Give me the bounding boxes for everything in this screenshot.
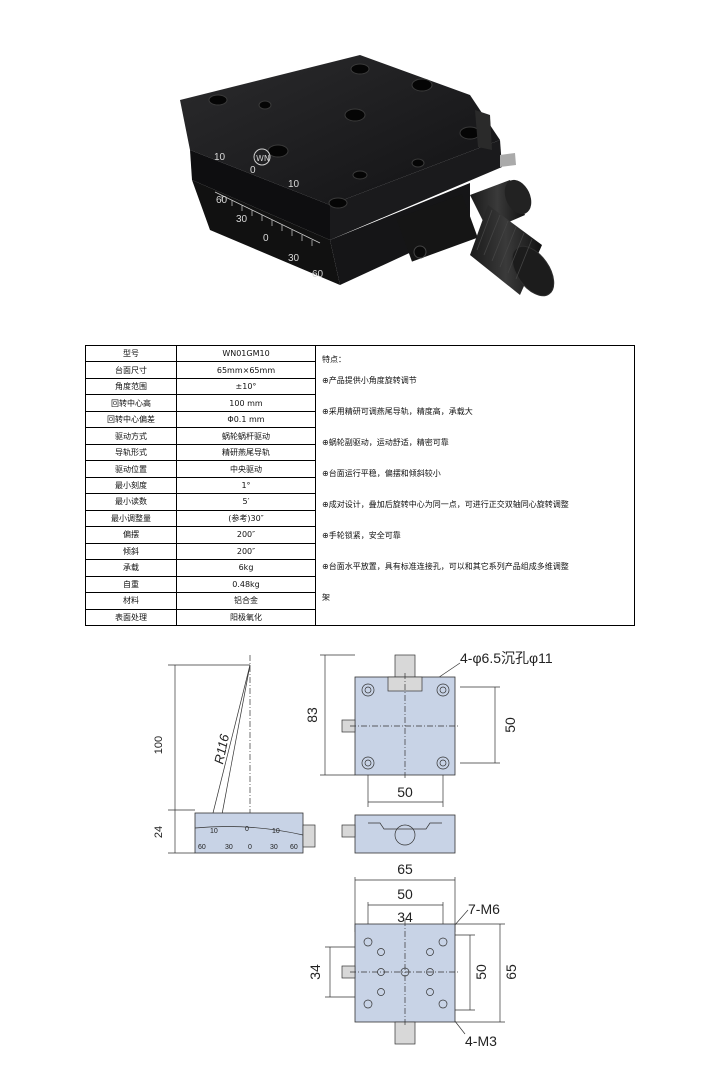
scale-label: 60 — [198, 844, 206, 851]
feature-item: ⊕成对设计，叠加后旋转中心为同一点，可进行正交双轴同心旋转调整 — [322, 500, 569, 509]
spec-value: 200″ — [176, 542, 316, 561]
spec-value: 200″ — [176, 526, 316, 544]
spec-value: 中央驱动 — [176, 460, 316, 478]
dim-34-height: 34 — [307, 964, 323, 980]
spec-value: 1° — [176, 476, 316, 495]
spec-value: ±10° — [176, 377, 316, 396]
feature-item: ⊕台面运行平稳，偏摆和倾斜较小 — [322, 469, 441, 478]
spec-label: 角度范围 — [85, 377, 177, 396]
dim-34-width: 34 — [397, 909, 413, 925]
hole-callout: 4-φ6.5沉孔φ11 — [460, 650, 553, 666]
dim-65-width: 65 — [397, 862, 413, 877]
spec-row: 最小调整量(参考)30″ — [85, 509, 635, 528]
spec-value: (参考)30″ — [176, 509, 316, 528]
spec-value: 6kg — [176, 559, 316, 577]
spec-value: 65mm×65mm — [176, 361, 316, 379]
spec-label: 偏摆 — [85, 526, 177, 544]
features-cell: 特点： ⊕产品提供小角度旋转调节 ⊕采用精研可调燕尾导轨，精度高，承载大 ⊕蜗轮副驱动… — [315, 345, 635, 626]
feature-item: 架 — [322, 593, 330, 602]
spec-label: 倾斜 — [85, 542, 177, 561]
scale-label: 10 — [210, 828, 218, 835]
spec-label: 回转中心高 — [85, 394, 177, 412]
scale-label: 60 — [290, 844, 298, 851]
dim-50-height: 50 — [502, 717, 518, 733]
logo-text: WN — [256, 154, 270, 163]
dial-label: 10 — [288, 179, 300, 190]
dial-label: 60 — [312, 269, 324, 280]
spec-value: 精研燕尾导轨 — [176, 443, 316, 462]
spec-label: 台面尺寸 — [85, 361, 177, 379]
scale-label: 0 — [248, 844, 252, 851]
spec-label: 承载 — [85, 559, 177, 577]
features-title: 特点： — [322, 355, 346, 364]
spec-value: 阳极氧化 — [176, 608, 316, 626]
thread-m6-callout: 7-M6 — [468, 901, 500, 917]
product-photo: 10 0 10 60 30 0 30 60 WN — [180, 55, 555, 297]
scale-label: 30 — [270, 844, 278, 851]
spec-label: 材料 — [85, 592, 177, 610]
dim-50-height: 50 — [473, 964, 489, 980]
dial-label: 30 — [288, 253, 300, 264]
scale-label: 10 — [272, 828, 280, 835]
feature-item: ⊕台面水平放置，具有标准连接孔，可以和其它系列产品组成多维调整 — [322, 562, 569, 571]
spec-row: 驱动位置中央驱动 — [85, 460, 635, 478]
spec-value: WN01GM10 — [176, 344, 316, 363]
spec-row: 驱动方式蜗轮蜗杆驱动 — [85, 427, 635, 445]
spec-value: 蜗轮蜗杆驱动 — [176, 427, 316, 445]
dim-50-width: 50 — [397, 886, 413, 902]
side-view-drawing: 100 24 R116 10 0 10 60 30 0 30 60 — [153, 655, 316, 854]
dim-65-height: 65 — [503, 964, 519, 980]
feature-item: ⊕蜗轮副驱动，运动舒适，精密可靠 — [322, 438, 449, 447]
feature-item: ⊕采用精研可调燕尾导轨，精度高，承载大 — [322, 407, 473, 416]
spec-label: 型号 — [85, 344, 177, 363]
spec-value: Φ0.1 mm — [176, 410, 316, 429]
spec-label: 驱动位置 — [85, 460, 177, 478]
dim-50-width: 50 — [397, 784, 413, 800]
spec-label: 最小读数 — [85, 493, 177, 511]
spec-label: 表面处理 — [85, 608, 177, 626]
dim-24: 24 — [153, 826, 165, 838]
thread-m3-callout: 4-M3 — [465, 1033, 497, 1049]
spec-label: 回转中心偏差 — [85, 410, 177, 429]
spec-row: 角度范围±10° — [85, 377, 635, 396]
spec-label: 导轨形式 — [85, 443, 177, 462]
dial-label: 0 — [263, 233, 269, 244]
spec-row: 材料铝合金 — [85, 592, 635, 610]
scale-label: 0 — [245, 826, 249, 833]
spec-value: 0.48kg — [176, 575, 316, 594]
feature-item: ⊕产品提供小角度旋转调节 — [322, 376, 417, 385]
dim-83: 83 — [304, 707, 320, 723]
spec-value: 铝合金 — [176, 592, 316, 610]
spec-row: 表面处理阳极氧化 — [85, 608, 635, 626]
dim-radius: R116 — [211, 732, 232, 765]
spec-label: 最小调整量 — [85, 509, 177, 528]
spec-value: 100 mm — [176, 394, 316, 412]
scale-label: 30 — [225, 844, 233, 851]
spec-label: 自重 — [85, 575, 177, 594]
dial-label: 0 — [250, 165, 256, 176]
spec-label: 驱动方式 — [85, 427, 177, 445]
dial-label: 30 — [236, 214, 248, 225]
feature-item: ⊕手轮锁紧，安全可靠 — [322, 531, 401, 540]
spec-label: 最小刻度 — [85, 476, 177, 495]
spec-value: 5′ — [176, 493, 316, 511]
bottom-view-drawing: 65 50 34 34 50 65 7-M6 4-M3 — [307, 862, 519, 1049]
dial-label: 10 — [214, 152, 226, 163]
dim-100: 100 — [153, 736, 165, 754]
top-view-drawing: 83 50 50 4-φ6.5沉孔φ11 — [304, 650, 553, 854]
spec-row: 导轨形式精研燕尾导轨 — [85, 443, 635, 462]
